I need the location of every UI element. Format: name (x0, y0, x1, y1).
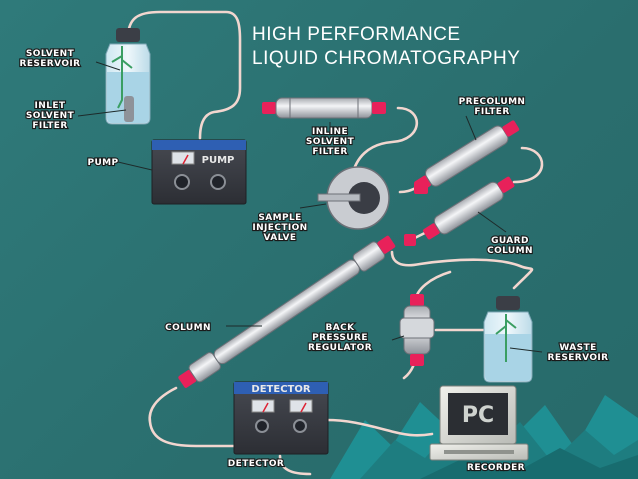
svg-text:SOLVENT: SOLVENT (26, 49, 75, 59)
label-recorder: RECORDER (466, 462, 526, 474)
svg-text:COLUMN: COLUMN (487, 246, 533, 256)
svg-text:PRESSURE: PRESSURE (312, 333, 368, 343)
inline-solvent-filter (262, 97, 386, 119)
label-inline-solvent-filter: INLINE SOLVENT FILTER (305, 126, 355, 158)
sample-injection-valve (317, 166, 428, 230)
pc-recorder: PC (429, 385, 529, 461)
back-pressure-regulator (399, 294, 435, 366)
main-column (178, 235, 396, 388)
svg-text:BACK: BACK (325, 323, 355, 333)
pc-screen-text: PC (462, 403, 494, 428)
label-column: COLUMN (164, 322, 212, 334)
title-line-1: HIGH PERFORMANCE (252, 24, 461, 45)
label-waste-reservoir: WASTE RESERVOIR (546, 342, 609, 364)
svg-text:VALVE: VALVE (264, 233, 297, 243)
svg-text:DETECTOR: DETECTOR (228, 459, 284, 469)
svg-text:SOLVENT: SOLVENT (306, 137, 355, 147)
label-back-pressure-regulator: BACK PRESSURE REGULATOR (307, 322, 373, 354)
svg-text:FILTER: FILTER (474, 107, 509, 117)
pump-panel-text: PUMP (202, 155, 235, 166)
title-line-2: LIQUID CHROMATOGRAPHY (252, 48, 521, 69)
svg-text:PUMP: PUMP (87, 158, 118, 168)
solvent-reservoir (105, 28, 151, 125)
svg-text:RESERVOIR: RESERVOIR (548, 353, 609, 363)
label-inlet-solvent-filter: INLET SOLVENT FILTER (25, 100, 75, 132)
label-pump: PUMP (86, 157, 119, 169)
guard-column (423, 176, 515, 240)
waste-reservoir (483, 296, 533, 383)
svg-text:SAMPLE: SAMPLE (258, 213, 301, 223)
svg-text:FILTER: FILTER (312, 147, 347, 157)
column-top-fitting (404, 234, 416, 246)
component-labels: SOLVENT RESERVOIR INLET SOLVENT FILTER P… (18, 48, 609, 474)
svg-text:COLUMN: COLUMN (165, 323, 211, 333)
leader-lines (77, 61, 543, 353)
svg-text:SOLVENT: SOLVENT (26, 111, 75, 121)
label-guard-column: GUARD COLUMN (486, 235, 534, 257)
label-precolumn-filter: PRECOLUMN FILTER (458, 96, 527, 118)
svg-text:RECORDER: RECORDER (467, 463, 525, 473)
svg-text:WASTE: WASTE (559, 343, 596, 353)
pump: PUMP (151, 139, 247, 205)
svg-text:INLINE: INLINE (312, 127, 348, 137)
svg-text:FILTER: FILTER (32, 121, 67, 131)
detector: DETECTOR (233, 381, 329, 455)
svg-text:RESERVOIR: RESERVOIR (20, 59, 81, 69)
label-sample-injection-valve: SAMPLE INJECTION VALVE (251, 212, 308, 244)
svg-text:REGULATOR: REGULATOR (308, 343, 372, 353)
label-solvent-reservoir: SOLVENT RESERVOIR (18, 48, 81, 70)
label-detector: DETECTOR (227, 458, 285, 470)
svg-text:GUARD: GUARD (491, 236, 529, 246)
svg-text:INLET: INLET (35, 101, 66, 111)
svg-text:PRECOLUMN: PRECOLUMN (459, 97, 526, 107)
svg-text:INJECTION: INJECTION (252, 223, 307, 233)
detector-panel-text: DETECTOR (251, 384, 310, 395)
